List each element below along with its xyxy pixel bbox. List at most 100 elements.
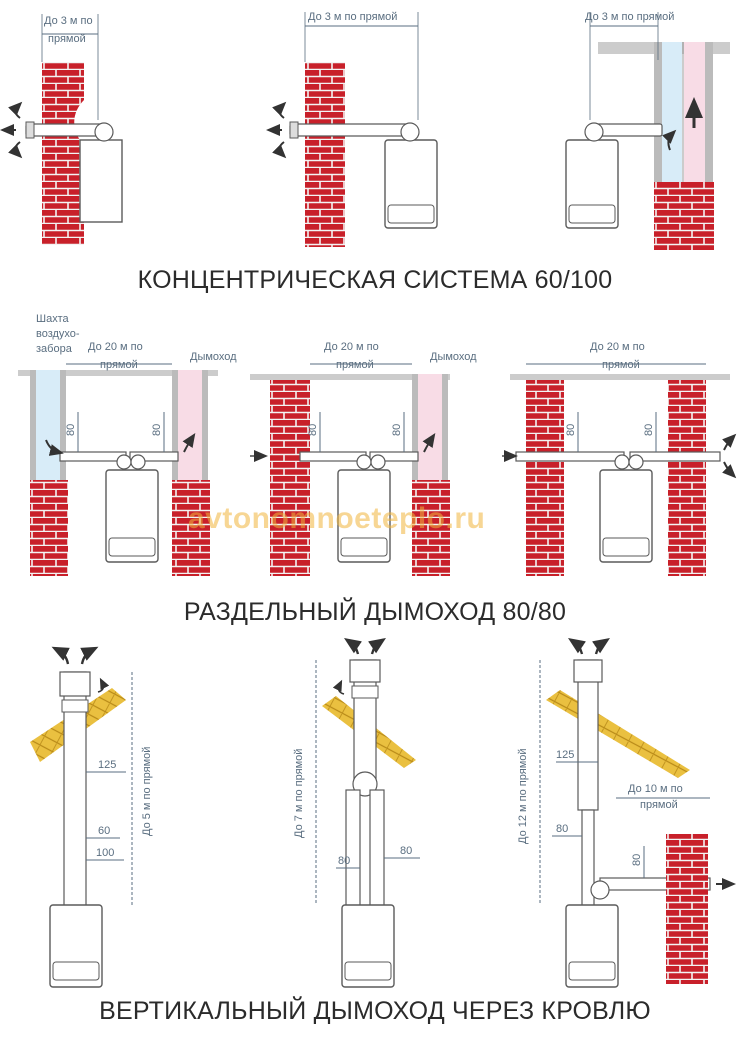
exhaust-pipe bbox=[369, 789, 385, 909]
boiler bbox=[79, 139, 123, 223]
vertical-panel-3: До 12 м по прямой 125 80 80 До 10 м по п… bbox=[517, 638, 736, 988]
dimension-label: До 3 м по bbox=[44, 15, 93, 27]
diameter-label: 125 bbox=[98, 759, 116, 771]
concentric-panel-2: До 3 м по прямой bbox=[266, 11, 438, 247]
concentric-panel-3: До 3 м по прямой bbox=[565, 11, 730, 250]
up-arrow-icon bbox=[344, 638, 362, 655]
height-label: 80 bbox=[65, 424, 77, 436]
up-arrow-icon bbox=[51, 646, 70, 665]
height-label: До 5 м по прямой bbox=[141, 747, 153, 836]
brick-wall bbox=[30, 480, 68, 576]
flue-shaft bbox=[178, 370, 202, 480]
dimension-label: прямой bbox=[336, 359, 374, 371]
airflow-arrow-icon bbox=[272, 141, 287, 159]
up-arrow-icon bbox=[80, 646, 99, 665]
intake-pipe bbox=[515, 451, 625, 462]
air-shaft bbox=[36, 370, 60, 480]
shaft-wall bbox=[172, 370, 178, 480]
diameter-label: 125 bbox=[556, 749, 574, 761]
intake-pipe bbox=[59, 451, 127, 462]
brick-wall bbox=[526, 380, 564, 576]
separate-panel-2: До 20 м по прямой Дымоход 80 80 bbox=[250, 341, 477, 576]
airflow-arrow-icon bbox=[332, 679, 345, 695]
height-label: 80 bbox=[643, 424, 655, 436]
chimney-label: Дымоход bbox=[190, 351, 237, 363]
exhaust-pipe bbox=[129, 451, 179, 462]
section-title-vertical: ВЕРТИКАЛЬНЫЙ ДЫМОХОД ЧЕРЕЗ КРОВЛЮ bbox=[99, 997, 651, 1025]
airflow-arrow-icon bbox=[45, 439, 64, 456]
height-label: До 12 м по прямой bbox=[517, 748, 529, 844]
chimney-label: Дымоход bbox=[430, 351, 477, 363]
brick-wall bbox=[42, 62, 84, 245]
shaft-wall bbox=[442, 374, 448, 480]
intake-pipe bbox=[299, 451, 367, 462]
brick-wall bbox=[668, 380, 706, 576]
ceiling-slab bbox=[250, 374, 450, 380]
vertical-panel-1: До 5 м по прямой 125 60 100 bbox=[30, 646, 153, 988]
brick-wall bbox=[172, 480, 210, 576]
diameter-label: 80 bbox=[400, 845, 412, 857]
height-label: 80 bbox=[565, 424, 577, 436]
dimension-label: До 20 м по bbox=[324, 341, 379, 353]
separate-panel-3: До 20 м по прямой 80 80 bbox=[502, 341, 737, 576]
diameter-label: 60 bbox=[98, 825, 110, 837]
brick-wall bbox=[305, 62, 345, 247]
shaft-wall bbox=[654, 42, 662, 182]
airflow-arrow-icon bbox=[662, 129, 677, 151]
exhaust-arrow-icon bbox=[182, 433, 196, 453]
brick-wall bbox=[654, 182, 714, 250]
flue-elbow bbox=[400, 122, 420, 142]
up-arrow-icon bbox=[368, 638, 386, 655]
dimension-label: прямой bbox=[640, 799, 678, 811]
ceiling-slab bbox=[18, 370, 218, 376]
vertical-panel-2: До 7 м по прямой 80 80 bbox=[293, 638, 420, 988]
dimension-label: До 3 м по прямой bbox=[585, 11, 674, 23]
dimension-label: До 20 м по bbox=[88, 341, 143, 353]
airflow-arrow-icon bbox=[8, 101, 23, 119]
intake-pipe bbox=[345, 789, 361, 909]
diameter-label: 80 bbox=[631, 854, 643, 866]
exhaust-pipe bbox=[629, 451, 721, 462]
airflow-arrow-icon bbox=[272, 101, 287, 119]
up-arrow-icon bbox=[592, 638, 610, 655]
exhaust-arrow-icon bbox=[422, 433, 436, 453]
dimension-label: До 3 м по прямой bbox=[308, 11, 397, 23]
flue-terminal bbox=[25, 121, 35, 139]
height-label: 80 bbox=[151, 424, 163, 436]
flue-cap bbox=[59, 671, 91, 697]
brick-wall bbox=[412, 480, 450, 576]
height-label: 80 bbox=[307, 424, 319, 436]
airflow-arrow-icon bbox=[8, 141, 23, 159]
flue-cap bbox=[349, 659, 381, 683]
flue-elbow bbox=[94, 122, 114, 142]
diameter-label: 80 bbox=[556, 823, 568, 835]
flue-cap bbox=[573, 659, 603, 683]
flue-pipe bbox=[289, 123, 415, 137]
shaft-wall bbox=[705, 42, 713, 182]
watermark-text: avtonomnoeteplo.ru bbox=[188, 502, 486, 535]
airflow-arrow-icon bbox=[97, 677, 110, 693]
exhaust-arrow-icon bbox=[722, 461, 737, 479]
flue-shaft bbox=[418, 374, 442, 480]
shaft-wall bbox=[202, 370, 208, 480]
height-label: До 7 м по прямой bbox=[293, 749, 305, 838]
brick-wall bbox=[666, 834, 708, 984]
concentric-panel-1: До 3 м по прямой bbox=[0, 14, 123, 245]
flue-terminal bbox=[289, 121, 299, 139]
dimension-label: До 20 м по bbox=[590, 341, 645, 353]
section-title-separate: РАЗДЕЛЬНЫЙ ДЫМОХОД 80/80 bbox=[183, 598, 567, 626]
dimension-label: До 10 м по bbox=[628, 783, 683, 795]
shaft-label: воздухо- bbox=[36, 328, 80, 340]
exhaust-arrow-icon bbox=[722, 433, 737, 451]
dimension-label: прямой bbox=[602, 359, 640, 371]
section-title-concentric: КОНЦЕНТРИЧЕСКАЯ СИСТЕМА 60/100 bbox=[137, 266, 613, 294]
dimension-label: прямой bbox=[100, 359, 138, 371]
diameter-label: 80 bbox=[338, 855, 350, 867]
shaft-label: Шахта bbox=[36, 313, 69, 325]
up-arrow-icon bbox=[568, 638, 586, 655]
separate-panel-1: Шахта воздухо- забора До 20 м по прямой … bbox=[18, 313, 237, 576]
brick-wall bbox=[270, 380, 310, 576]
height-label: 80 bbox=[391, 424, 403, 436]
shaft-wall bbox=[30, 370, 36, 480]
